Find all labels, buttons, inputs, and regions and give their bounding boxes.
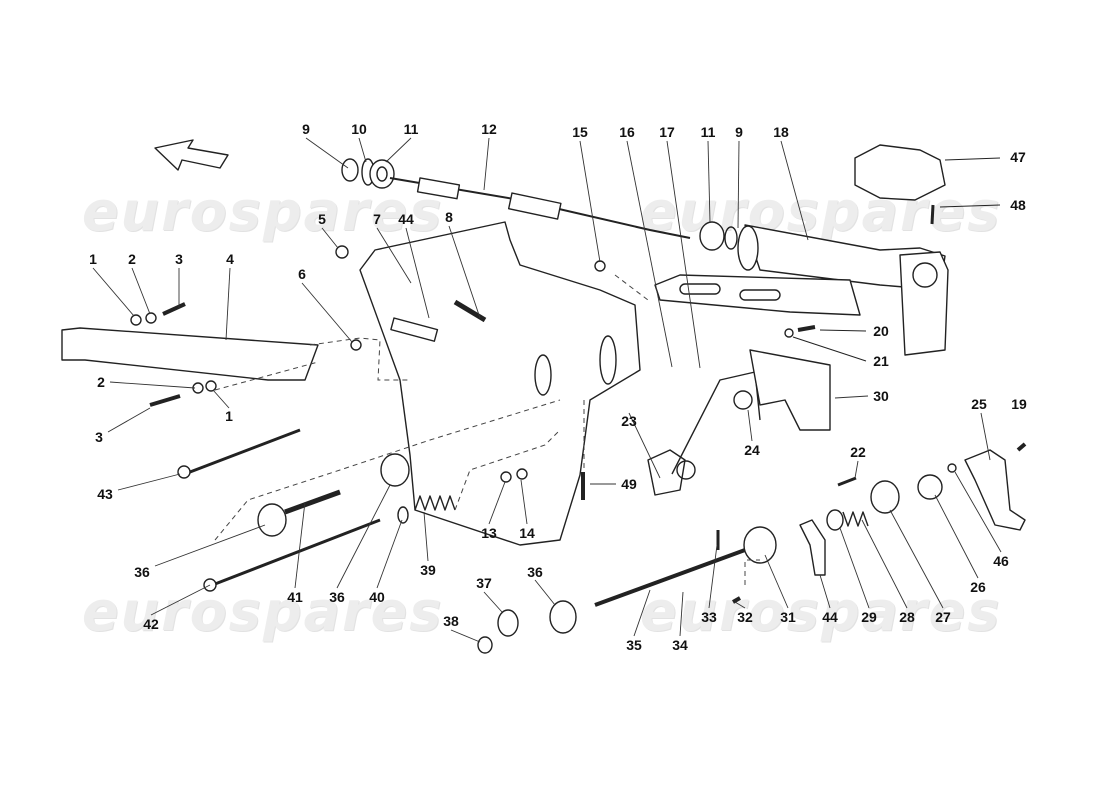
part-number-label[interactable]: 36 — [134, 564, 150, 580]
part-number-label[interactable]: 15 — [572, 124, 588, 140]
part-number-label[interactable]: 24 — [744, 442, 760, 458]
part-number-label[interactable]: 36 — [329, 589, 345, 605]
watermark: eurospares — [640, 580, 1002, 643]
part-number-label[interactable]: 40 — [369, 589, 385, 605]
part-number-label[interactable]: 14 — [519, 525, 535, 541]
part-number-label[interactable]: 21 — [873, 353, 889, 369]
part-number-label[interactable]: 49 — [621, 476, 637, 492]
part-number-label[interactable]: 46 — [993, 553, 1009, 569]
part-number-label[interactable]: 18 — [773, 124, 789, 140]
part-number-label[interactable]: 3 — [95, 429, 103, 445]
part-number-label[interactable]: 35 — [626, 637, 642, 653]
part-number-label[interactable]: 3 — [175, 251, 183, 267]
part-number-label[interactable]: 29 — [861, 609, 877, 625]
part-number-label[interactable]: 23 — [621, 413, 637, 429]
part-number-label[interactable]: 9 — [302, 121, 310, 137]
part-number-label[interactable]: 41 — [287, 589, 303, 605]
part-number-label[interactable]: 37 — [476, 575, 492, 591]
part-number-label[interactable]: 9 — [735, 124, 743, 140]
part-number-label[interactable]: 22 — [850, 444, 866, 460]
part-number-label[interactable]: 5 — [318, 211, 326, 227]
part-number-label[interactable]: 28 — [899, 609, 915, 625]
part-number-label[interactable]: 31 — [780, 609, 796, 625]
part-number-label[interactable]: 16 — [619, 124, 635, 140]
part-number-label[interactable]: 27 — [935, 609, 951, 625]
part-number-label[interactable]: 39 — [420, 562, 436, 578]
part-number-label[interactable]: 6 — [298, 266, 306, 282]
part-number-label[interactable]: 2 — [128, 251, 136, 267]
part-number-label[interactable]: 38 — [443, 613, 459, 629]
part-number-label[interactable]: 20 — [873, 323, 889, 339]
part-number-label[interactable]: 11 — [700, 124, 716, 140]
part-number-label[interactable]: 4 — [226, 251, 234, 267]
part-number-label[interactable]: 26 — [970, 579, 986, 595]
part-number-label[interactable]: 1 — [89, 251, 97, 267]
part-number-label[interactable]: 44 — [398, 211, 414, 227]
part-number-label[interactable]: 32 — [737, 609, 753, 625]
part-number-label[interactable]: 33 — [701, 609, 717, 625]
part-number-label[interactable]: 48 — [1010, 197, 1026, 213]
part-number-label[interactable]: 17 — [659, 124, 675, 140]
part-number-label[interactable]: 34 — [672, 637, 688, 653]
direction-arrow-icon — [154, 139, 229, 171]
part-number-label[interactable]: 19 — [1011, 396, 1027, 412]
part-number-label[interactable]: 10 — [351, 121, 367, 137]
part-number-label[interactable]: 44 — [822, 609, 838, 625]
part-number-label[interactable]: 1 — [225, 408, 233, 424]
part-number-label[interactable]: 11 — [403, 121, 419, 137]
part-number-label[interactable]: 36 — [527, 564, 543, 580]
part-number-label[interactable]: 25 — [971, 396, 987, 412]
part-number-label[interactable]: 13 — [481, 525, 497, 541]
part-number-label[interactable]: 12 — [481, 121, 497, 137]
part-number-label[interactable]: 8 — [445, 209, 453, 225]
part-number-label[interactable]: 47 — [1010, 149, 1026, 165]
part-number-label[interactable]: 30 — [873, 388, 889, 404]
watermark: eurospares — [82, 180, 444, 243]
part-number-label[interactable]: 2 — [97, 374, 105, 390]
watermark: eurospares — [82, 580, 444, 643]
part-number-label[interactable]: 42 — [143, 616, 159, 632]
part-number-label[interactable]: 7 — [373, 211, 381, 227]
part-number-label[interactable]: 43 — [97, 486, 113, 502]
